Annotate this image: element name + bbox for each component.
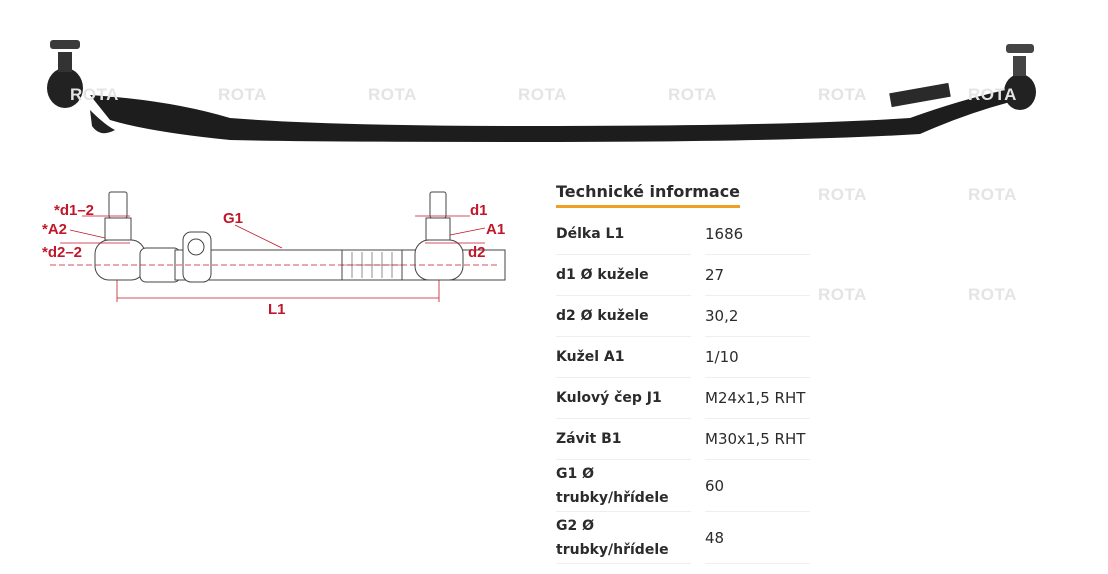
spec-label: Kulový čep J1 bbox=[556, 378, 691, 419]
label-a1: A1 bbox=[486, 221, 505, 238]
spec-value: 60 bbox=[705, 460, 810, 512]
technical-info-panel: Technické informace Délka L1 1686 d1 Ø ku… bbox=[556, 182, 816, 564]
spec-label: G1 Ø trubky/hřídele bbox=[556, 460, 691, 512]
spec-label: Závit B1 bbox=[556, 419, 691, 460]
spec-row: Kužel A1 1/10 bbox=[556, 337, 816, 378]
spec-row: G1 Ø trubky/hřídele 60 bbox=[556, 460, 816, 512]
spec-label: Kužel A1 bbox=[556, 337, 691, 378]
spec-row: d1 Ø kužele 27 bbox=[556, 255, 816, 296]
label-d1-2: *d1–2 bbox=[54, 202, 94, 219]
spec-row: d2 Ø kužele 30,2 bbox=[556, 296, 816, 337]
watermark: ROTA bbox=[968, 285, 1017, 304]
spec-value: 1686 bbox=[705, 214, 810, 255]
spec-value: 27 bbox=[705, 255, 810, 296]
watermark: ROTA bbox=[818, 285, 867, 304]
spec-label: d2 Ø kužele bbox=[556, 296, 691, 337]
label-g1: G1 bbox=[223, 210, 243, 227]
technical-info-title: Technické informace bbox=[556, 182, 741, 208]
spec-label: G2 Ø trubky/hřídele bbox=[556, 512, 691, 564]
spec-value: M24x1,5 RHT bbox=[705, 378, 810, 419]
label-a2: *A2 bbox=[42, 221, 67, 238]
product-photo bbox=[47, 40, 1036, 142]
spec-value: 1/10 bbox=[705, 337, 810, 378]
label-d2-2: *d2–2 bbox=[42, 244, 82, 261]
watermark: ROTA bbox=[968, 185, 1017, 204]
spec-row: Kulový čep J1 M24x1,5 RHT bbox=[556, 378, 816, 419]
label-l1: L1 bbox=[268, 301, 286, 318]
spec-label: d1 Ø kužele bbox=[556, 255, 691, 296]
spec-label: Délka L1 bbox=[556, 214, 691, 255]
spec-row: Délka L1 1686 bbox=[556, 214, 816, 255]
spec-value: M30x1,5 RHT bbox=[705, 419, 810, 460]
spec-row: Závit B1 M30x1,5 RHT bbox=[556, 419, 816, 460]
label-d2: d2 bbox=[468, 244, 486, 261]
watermark: ROTA bbox=[818, 185, 867, 204]
label-d1: d1 bbox=[470, 202, 488, 219]
spec-value: 30,2 bbox=[705, 296, 810, 337]
dimension-diagram: *d1–2 *A2 *d2–2 G1 d1 A1 d2 L1 bbox=[42, 191, 506, 318]
spec-row: G2 Ø trubky/hřídele 48 bbox=[556, 512, 816, 564]
spec-value: 48 bbox=[705, 512, 810, 564]
